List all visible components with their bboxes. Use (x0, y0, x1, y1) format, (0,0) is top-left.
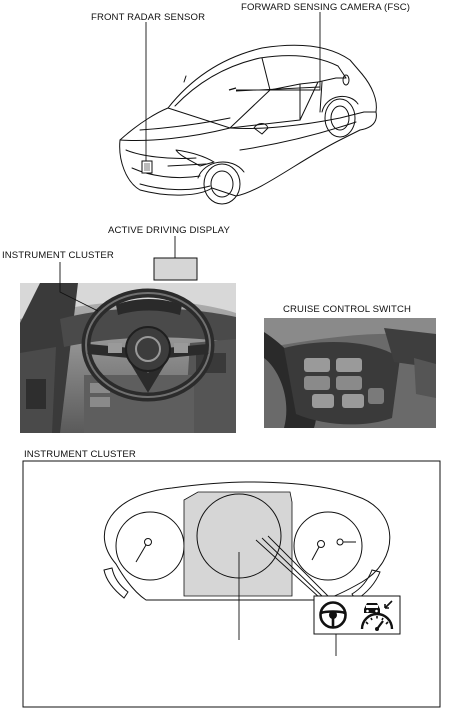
active-driving-display-box (153, 257, 198, 281)
cruise-control-switch-photo (264, 318, 436, 428)
instrument-cluster-section-label: INSTRUMENT CLUSTER (24, 449, 136, 460)
instrument-cluster-top-label: INSTRUMENT CLUSTER (2, 250, 114, 261)
forward-sensing-camera-label: FORWARD SENSING CAMERA (FSC) (241, 2, 411, 13)
tja-indication-label-line2: TJA SET INDICATION (268, 671, 365, 682)
cruise-control-switch-label: CRUISE CONTROL SWITCH (283, 304, 412, 315)
cockpit-photo (20, 283, 236, 433)
car-speedometer-icon (360, 600, 394, 631)
cluster-frame (22, 460, 441, 708)
mid-circle (196, 493, 282, 579)
steering-wheel-icon (319, 601, 347, 629)
car-illustration (119, 12, 377, 205)
cluster-outline (103, 481, 391, 601)
multi-information-display-label: MULTI-INFORMATION DISPLAY (155, 643, 298, 654)
front-radar-sensor-label: FRONT RADAR SENSOR (91, 12, 206, 23)
tja-indication-label-line1: TJA STANDBY INDICATION / (268, 659, 397, 670)
mid-screen-region (183, 491, 293, 597)
active-driving-display-label: ACTIVE DRIVING DISPLAY (108, 225, 230, 236)
